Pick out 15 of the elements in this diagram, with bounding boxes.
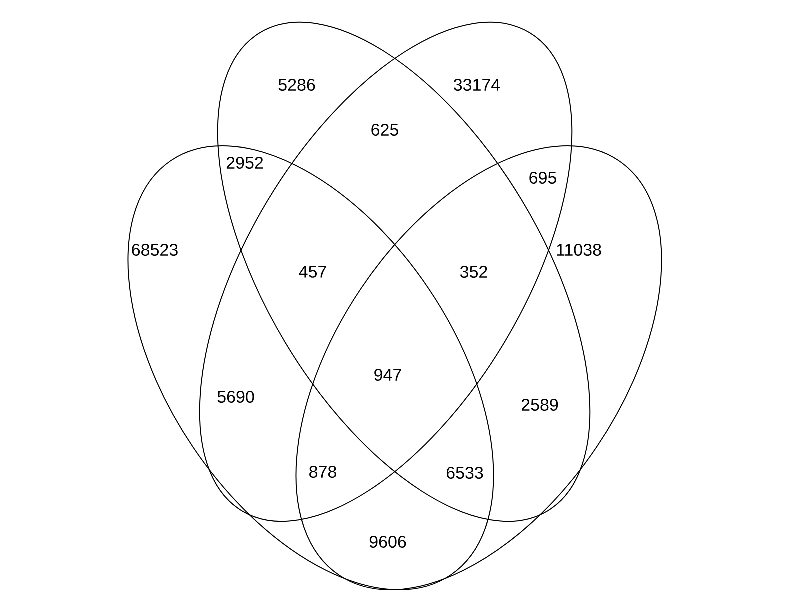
count-label: 68523: [132, 244, 178, 256]
count-label: 947: [374, 368, 402, 382]
count-label: 9606: [370, 536, 406, 548]
count-label: 11038: [557, 244, 602, 256]
count-label: 5690: [218, 390, 254, 404]
count-label: 33174: [454, 78, 500, 92]
count-label: 695: [530, 172, 556, 184]
count-label: 352: [460, 266, 488, 278]
count-label: 625: [372, 124, 398, 136]
count-label: 6533: [446, 466, 484, 480]
count-label: 5286: [278, 78, 316, 92]
count-label: 878: [310, 466, 336, 478]
count-label: 457: [299, 266, 326, 278]
count-label: 2589: [522, 398, 558, 412]
count-label: 2952: [226, 156, 264, 170]
